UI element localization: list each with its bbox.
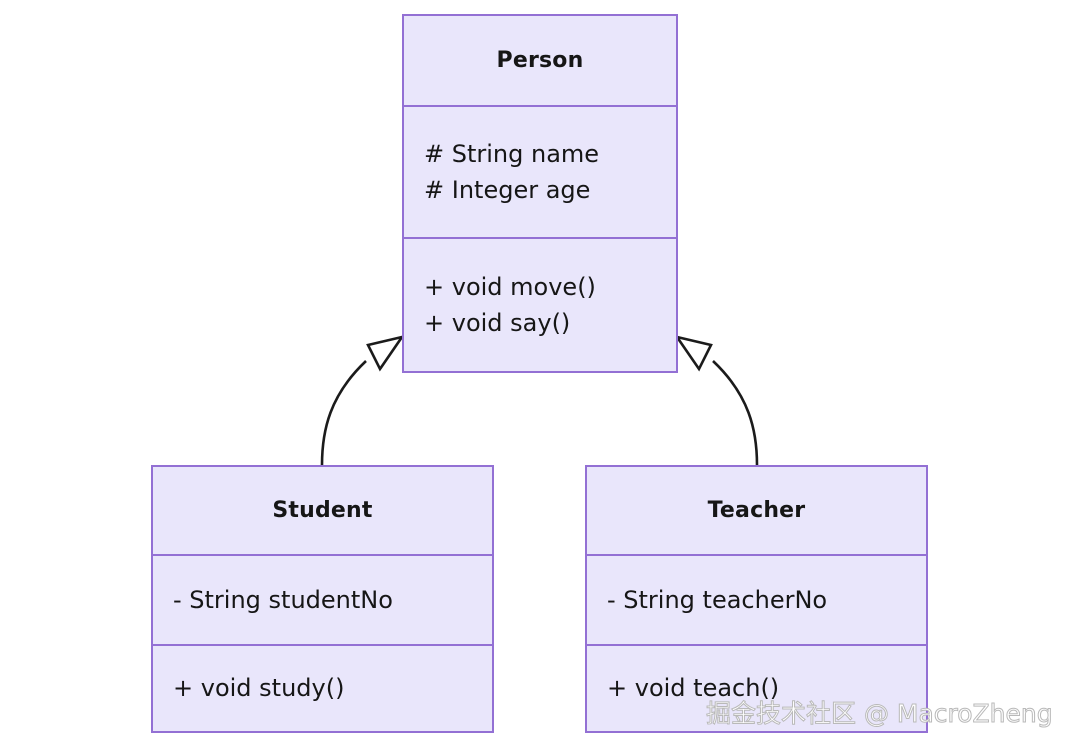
attribute-item: - String studentNo (173, 585, 393, 614)
class-box-teacher[interactable]: Teacher - String teacherNo + void teach(… (585, 465, 928, 733)
attributes-compartment-student: - String studentNo (153, 554, 492, 644)
class-name-compartment-student: Student (153, 467, 492, 554)
edge-student-to-person (320, 334, 405, 466)
class-name-person: Person (496, 48, 584, 73)
operations-compartment-student: + void study() (153, 644, 492, 731)
attribute-item: - String teacherNo (607, 585, 828, 614)
operations-compartment-teacher: + void teach() (587, 644, 926, 731)
operation-item: + void teach() (607, 674, 780, 703)
class-box-person[interactable]: Person # String name # Integer age + voi… (402, 14, 678, 373)
class-name-compartment-teacher: Teacher (587, 467, 926, 554)
class-name-compartment-person: Person (404, 16, 676, 105)
operation-item: + void study() (173, 674, 345, 703)
attribute-item: # Integer age (424, 176, 591, 204)
attributes-compartment-teacher: - String teacherNo (587, 554, 926, 644)
edge-teacher-to-person (674, 334, 759, 466)
class-name-student: Student (272, 498, 373, 523)
edge-student-line (320, 360, 367, 466)
operation-item: + void say() (424, 309, 571, 337)
attributes-compartment-person: # String name # Integer age (404, 105, 676, 237)
edge-student-arrowhead (366, 334, 405, 372)
class-box-student[interactable]: Student - String studentNo + void study(… (151, 465, 494, 733)
attribute-item: # String name (424, 139, 600, 168)
operations-compartment-person: + void move() + void say() (404, 237, 676, 371)
edge-teacher-line (712, 360, 759, 466)
edge-teacher-arrowhead (674, 334, 713, 372)
watermark-text: 掘金技术社区 @ MacroZheng (706, 699, 1054, 729)
operation-item: + void move() (424, 272, 596, 301)
class-name-teacher: Teacher (707, 498, 806, 523)
